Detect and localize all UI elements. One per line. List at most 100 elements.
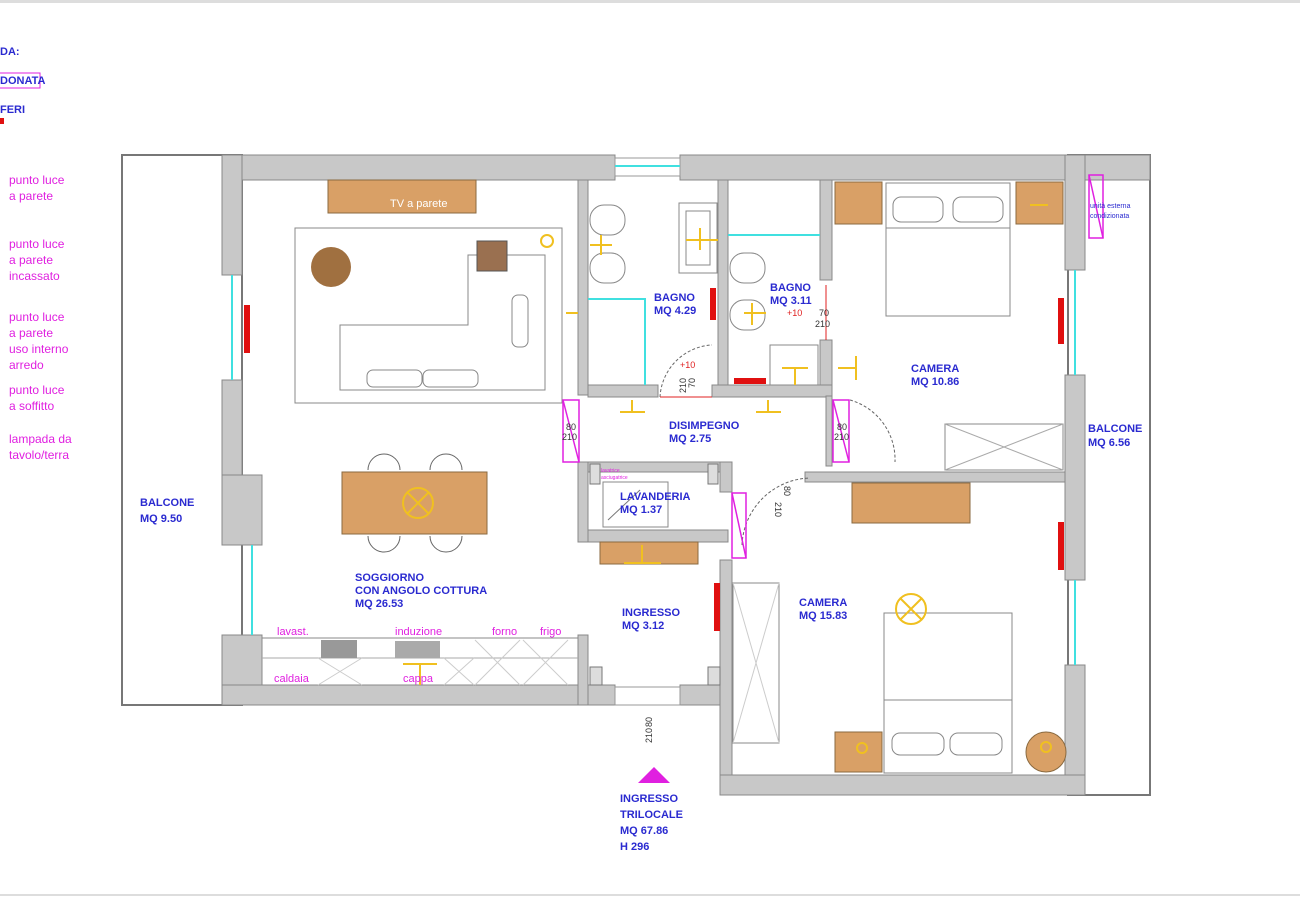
legend-text: lampada da [9, 432, 72, 446]
legend-text: punto luce [9, 173, 65, 187]
entrance-door-opening [614, 686, 681, 706]
entrance-height: H 296 [620, 841, 649, 853]
legend-text: tavolo/terra [9, 448, 69, 462]
room-area: MQ 10.86 [911, 376, 959, 388]
ceiling-light-icon [895, 593, 927, 625]
entrance-label: TRILOCALE [620, 809, 683, 821]
dim-text: 80 [566, 422, 576, 432]
legend-item-ceiling-light: punto luce a soffitto [9, 383, 65, 413]
legend-text: a parete [9, 326, 53, 340]
legend-boxed-label: DONATA [0, 75, 45, 87]
side-table [311, 247, 351, 287]
legend-text: a parete [9, 189, 53, 203]
room-area: MQ 3.11 [770, 295, 812, 307]
dining-table [341, 453, 488, 553]
hall-fixtures [589, 400, 781, 744]
door-dimensions: +10 210 70 +10 70 210 80 210 80 210 210 … [562, 308, 849, 743]
room-name: SOGGIORNO [355, 572, 425, 584]
dim-text: 80 [782, 486, 792, 496]
room-name: BAGNO [654, 292, 695, 304]
hood-label: cappa [403, 673, 434, 685]
room-area: MQ 3.12 [622, 620, 664, 632]
legend-item-furniture-light: punto luce a parete uso interno arredo [9, 310, 69, 372]
bathroom-fixtures [566, 202, 820, 386]
room-name: CAMERA [799, 597, 847, 609]
ac-unit-label: condizionata [1090, 213, 1129, 220]
room-name: BAGNO [770, 282, 811, 294]
legend-box-swatch [0, 72, 41, 89]
radiators [244, 288, 1064, 631]
threshold-label: +10 [787, 308, 802, 318]
washer-label: lavatrice [601, 468, 620, 474]
dim-text: 210 [644, 728, 654, 743]
bedroom-2-furniture [834, 482, 1067, 774]
room-area: MQ 15.83 [799, 610, 847, 622]
entrance-arrow-icon [638, 767, 670, 783]
threshold-label: +10 [680, 360, 695, 370]
walls [221, 154, 1151, 796]
entrance-marker: INGRESSO TRILOCALE MQ 67.86 H 296 [620, 767, 683, 853]
legend-text: arredo [9, 358, 44, 372]
ceiling-light-icon [402, 487, 434, 519]
legend-text: a parete [9, 253, 53, 267]
dishwasher-label: lavast. [277, 626, 309, 638]
legend-text: a soffitto [9, 399, 54, 413]
kitchen: lavast. induzione forno frigo caldaia ca… [261, 626, 579, 686]
room-area: MQ 9.50 [140, 513, 182, 525]
legend-item-wall-light: punto luce a parete [9, 173, 65, 203]
room-name: LAVANDERIA [620, 491, 691, 503]
legend-red-label: FERI [0, 104, 25, 116]
page-frame-bottom [0, 894, 1300, 896]
doors [562, 174, 1104, 559]
boiler-label: caldaia [274, 673, 310, 685]
tv-unit: TV a parete [327, 179, 477, 214]
windows [231, 157, 1076, 706]
room-labels: BALCONE MQ 9.50 SOGGIORNO CON ANGOLO COT… [140, 203, 1142, 632]
ac-unit-label: unità esterna [1090, 203, 1131, 210]
room-name: CAMERA [911, 363, 959, 375]
dim-text: 80 [644, 717, 654, 727]
room-name: INGRESSO [622, 607, 681, 619]
oven-label: forno [492, 626, 517, 638]
legend-text: incassato [9, 269, 60, 283]
dim-text: 210 [678, 378, 688, 393]
dim-text: 70 [687, 378, 697, 388]
dim-text: 80 [837, 422, 847, 432]
legend: DA: DONATA FERI punto luce a parete punt… [0, 46, 72, 462]
legend-item-recessed-light: punto luce a parete incassato [9, 237, 65, 283]
lamp-icon [540, 234, 554, 248]
legend-item-lamp: lampada da tavolo/terra [9, 432, 72, 462]
sofa-area [294, 227, 563, 404]
dryer-label: asciugatrice [601, 475, 628, 481]
induction-label: induzione [395, 626, 442, 638]
cooktop [395, 641, 440, 658]
legend-title: DA: [0, 46, 20, 58]
bedroom-1-furniture [834, 181, 1064, 471]
dim-text: 210 [834, 432, 849, 442]
room-name: DISIMPEGNO [669, 420, 740, 432]
legend-text: punto luce [9, 310, 65, 324]
dim-text: 70 [819, 308, 829, 318]
room-area: MQ 6.56 [1088, 437, 1130, 449]
fridge-label: frigo [540, 626, 561, 638]
legend-text: punto luce [9, 237, 65, 251]
room-name: BALCONE [1088, 423, 1142, 435]
dim-text: 210 [815, 319, 830, 329]
room-area: MQ 26.53 [355, 598, 403, 610]
room-name: CON ANGOLO COTTURA [355, 585, 487, 597]
sink [321, 640, 357, 658]
room-area: MQ 2.75 [669, 433, 711, 445]
dim-text: 210 [562, 432, 577, 442]
legend-radiator-swatch [0, 118, 4, 124]
tv-label: TV a parete [390, 198, 447, 210]
entrance-area: MQ 67.86 [620, 825, 668, 837]
room-area: MQ 1.37 [620, 504, 662, 516]
room-name: BALCONE [140, 497, 194, 509]
legend-text: punto luce [9, 383, 65, 397]
dim-text: 210 [773, 502, 783, 517]
page-frame [0, 0, 1300, 3]
lamp-table [476, 240, 508, 272]
entrance-label: INGRESSO [620, 793, 679, 805]
legend-text: uso interno [9, 342, 69, 356]
